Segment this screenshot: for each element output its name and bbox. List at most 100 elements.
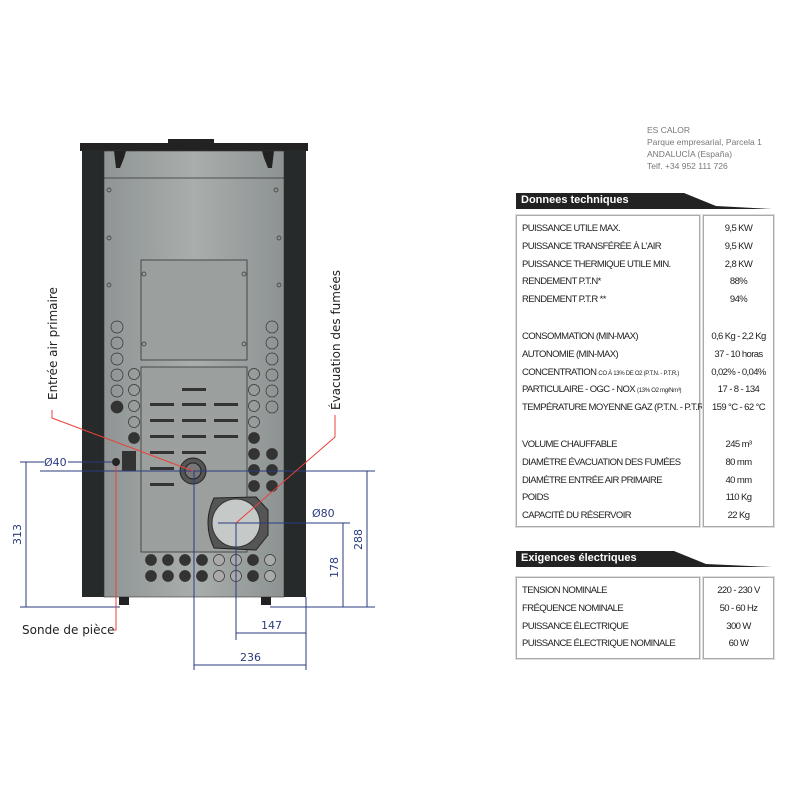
room-probe (112, 458, 120, 466)
technical-header: Donnees techniques (516, 193, 772, 209)
vent-slot (150, 467, 174, 470)
vent-hole (196, 570, 208, 582)
dim-air-diameter: Ø40 (44, 456, 67, 469)
vent-slot (182, 419, 206, 422)
vent-hole (276, 282, 282, 288)
vent-hole (106, 282, 112, 288)
spec-label-text: PARTICULAIRE - OGC - NOX (522, 384, 636, 396)
spec-label-text: PUISSANCE ÉLECTRIQUE (522, 620, 629, 632)
vent-slot (182, 388, 206, 391)
spec-label-text: PUISSANCE ÉLECTRIQUE NOMINALE (522, 638, 676, 650)
technical-labels-box: PUISSANCE UTILE MAX.PUISSANCE TRANSFÉRÉE… (516, 215, 709, 527)
spec-value: 300 W (726, 620, 751, 632)
spec-value: 0,6 Kg - 2,2 Kg (711, 331, 766, 342)
company-name: ES CALOR (647, 125, 690, 135)
vent-hole (264, 554, 276, 566)
phone: Telf. +34 952 111 726 (647, 161, 728, 171)
vent-hole (179, 570, 191, 582)
spec-label-text: POIDS (522, 492, 549, 504)
spec-label-text: CONSOMMATION (MIN-MAX) (522, 331, 639, 342)
vent-hole (266, 448, 278, 460)
spec-label: RENDEMENT P.T.N* (522, 276, 699, 290)
vent-hole (128, 368, 140, 380)
vent-hole (110, 384, 124, 398)
vent-hole (265, 352, 279, 366)
dim-flue-offset: 147 (261, 619, 282, 632)
vent-hole (162, 570, 174, 582)
label-room-probe: Sonde de pièce (22, 623, 115, 637)
vent-hole (241, 271, 247, 277)
vent-hole (110, 320, 124, 334)
dim-flue-height: 178 (328, 557, 341, 578)
spec-label-text: PUISSANCE TRANSFÉRÉE À L'AIR (522, 240, 662, 252)
vent-slot (150, 403, 174, 406)
spec-label-note: (13% O2 mg/Nm³) (637, 388, 682, 395)
vent-hole (141, 341, 147, 347)
spec-label: DIAMÈTRE ENTRÉE AIR PRIMAIRE (522, 475, 699, 489)
spec-label: CONCENTRATION CO À 13% DE O2 (P.T.N. - P… (522, 367, 699, 381)
spec-value: 50 - 60 Hz (719, 602, 758, 614)
vent-hole (213, 554, 225, 566)
company-address: ES CALOR Parque empresarial, Parcela 1 A… (647, 124, 762, 172)
vent-hole (110, 400, 124, 414)
spec-label: VOLUME CHAUFFABLE (522, 439, 699, 453)
vent-hole (145, 570, 157, 582)
vent-hole (128, 384, 140, 396)
electrical-header: Exigences électriques (516, 551, 772, 567)
spec-label-note: CO À 13% DE O2 (P.T.N. - P.T.R.) (598, 370, 679, 377)
label-flue-outlet: Évacuation des fumées (328, 270, 343, 410)
electrical-title: Exigences électriques (521, 552, 637, 564)
dim-flue-diameter: Ø80 (312, 507, 335, 520)
spec-label: CONSOMMATION (MIN-MAX) (522, 331, 699, 345)
vent-hole (248, 432, 260, 444)
vent-hole (264, 570, 276, 582)
vent-hole (248, 384, 260, 396)
vent-hole (248, 416, 260, 428)
vent-hole (241, 341, 247, 347)
vent-hole (276, 235, 282, 241)
vent-hole (273, 187, 279, 193)
foot (261, 597, 271, 605)
electrical-labels-box: TENSION NOMINALE FRÉQUENCE NOMINALE PUISSA… (516, 577, 700, 659)
vent-slot (182, 403, 206, 406)
vent-slot (150, 451, 174, 454)
address-line-1: Parque empresarial, Parcela 1 (647, 137, 762, 147)
vent-hole (141, 271, 147, 277)
spec-value: 245 m³ (725, 439, 753, 450)
spec-value: 88% (729, 276, 748, 288)
spec-label: POIDS (522, 492, 699, 506)
spec-label-text: TENSION NOMINALE (522, 585, 607, 596)
spec-label: DIAMÈTRE ÉVACUATION DES FUMÉES (522, 457, 699, 471)
spec-value: 94% (729, 294, 748, 306)
technical-title: Donnees techniques (521, 194, 629, 206)
foot (119, 597, 129, 605)
spec-value: 110 Kg (725, 492, 752, 504)
vent-hole (265, 400, 279, 414)
vent-slot (150, 419, 174, 422)
spec-label: TEMPÉRATURE MOYENNE GAZ (P.T.N. - P.T.R.… (522, 402, 709, 416)
spec-label-text: AUTONOMIE (MIN-MAX) (522, 348, 619, 360)
vent-hole (247, 570, 259, 582)
spec-label: PUISSANCE TRANSFÉRÉE À L'AIR (522, 241, 699, 255)
vent-hole (110, 352, 124, 366)
spec-value: 9,5 KW (724, 240, 753, 252)
vent-hole (266, 480, 278, 492)
vent-hole (248, 368, 260, 380)
spec-label: PUISSANCE ÉLECTRIQUE NOMINALE (522, 638, 699, 652)
vent-hole (248, 480, 260, 492)
spec-label-text: FRÉQUENCE NOMINALE (522, 602, 624, 614)
vent-hole (265, 368, 279, 382)
spec-value: 0,02% - 0,04% (711, 366, 766, 378)
spec-value: 9,5 KW (724, 223, 753, 234)
spec-label: PUISSANCE THERMIQUE UTILE MIN. (522, 259, 699, 273)
leader-lines (51, 410, 336, 631)
vent-hole (128, 432, 140, 444)
vent-slot (182, 451, 206, 454)
vent-hole (106, 187, 112, 193)
vent-slot (214, 419, 238, 422)
vent-hole (248, 464, 260, 476)
dimension-lines (20, 461, 375, 670)
dim-air-height: 313 (11, 524, 24, 545)
